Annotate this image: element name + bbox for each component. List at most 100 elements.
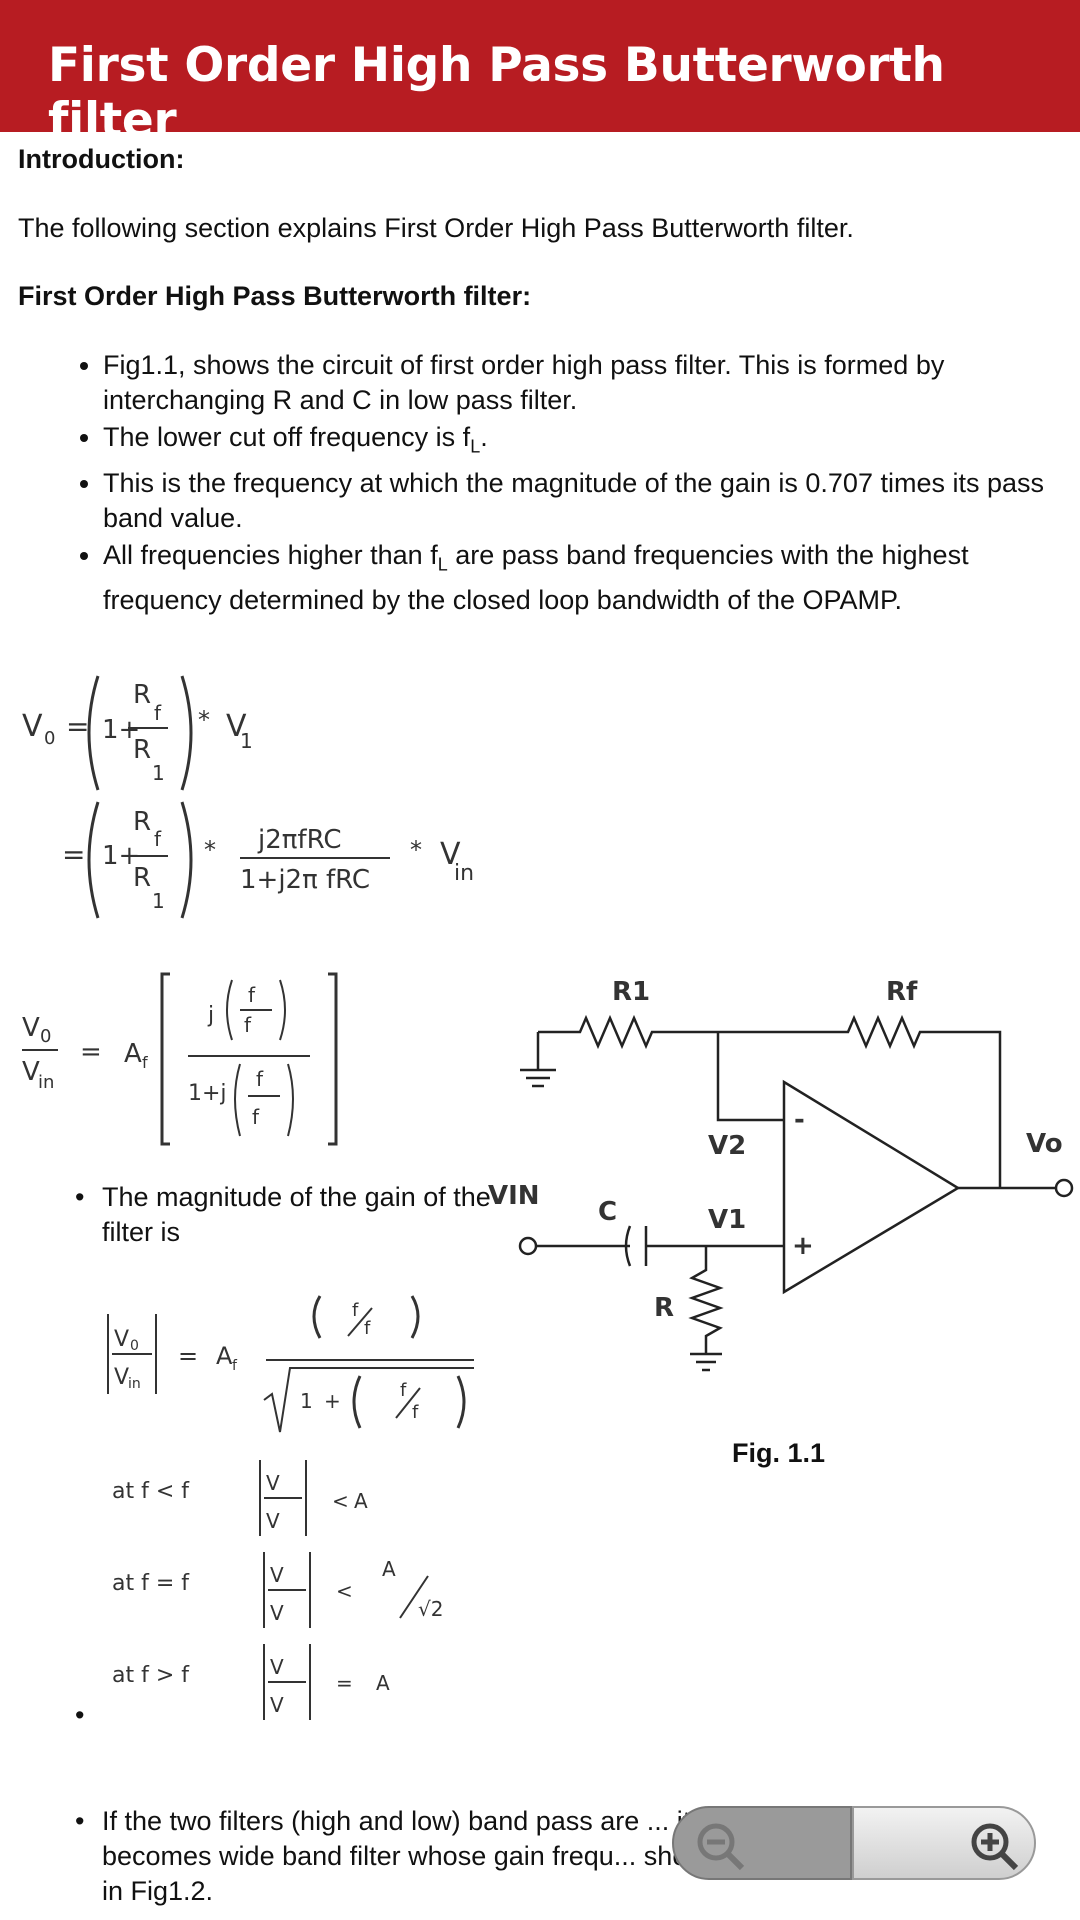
label-plus: + — [792, 1231, 814, 1261]
eq-v: V — [22, 1013, 40, 1043]
bullet-dot: • — [75, 1182, 85, 1212]
subscript: L — [437, 554, 448, 575]
zoom-controls — [672, 1806, 1036, 1880]
bullet-text: Fig1.1, shows the circuit of first order… — [103, 350, 945, 415]
eq-v: V — [270, 1693, 284, 1717]
eq-f: f — [352, 1300, 359, 1321]
zoom-in-button[interactable] — [852, 1806, 1036, 1880]
eq-condition: at f < f — [112, 1479, 190, 1504]
eq-r: R — [133, 807, 151, 837]
eq-one: 1 — [300, 1389, 313, 1413]
eq-f: f — [400, 1380, 407, 1401]
label-vin: VIN — [488, 1181, 540, 1211]
eq-sub: f — [232, 1358, 238, 1374]
eq-lt: < — [332, 1489, 349, 1513]
eq-sub: 1 — [152, 889, 165, 913]
label-v2: V2 — [708, 1131, 746, 1161]
equation-vo: V 0 = 1+ R f R 1 * V 1 = 1+ R f R 1 * j2… — [18, 668, 498, 933]
eq-v: V — [226, 709, 247, 744]
eq-v: V — [114, 1365, 129, 1390]
eq-equals: = — [178, 1342, 198, 1370]
intro-heading: Introduction: — [18, 144, 185, 174]
eq-sub: f — [142, 1053, 148, 1072]
bullet-dot: • — [75, 1700, 85, 1730]
eq-sqrt: √2 — [418, 1597, 443, 1621]
eq-a: A — [216, 1342, 233, 1370]
eq-plus: + — [324, 1389, 341, 1413]
equation-transfer: V 0 V in = A f j f f 1+j f f — [18, 968, 348, 1153]
eq-r: R — [133, 680, 151, 710]
circuit-diagram: R1 Rf V2 V1 Vo VIN C R - + — [480, 970, 1080, 1415]
eq-a: A — [354, 1489, 368, 1513]
eq-num: j2πfRC — [257, 825, 342, 855]
eq-f: f — [154, 827, 162, 851]
eq-star: * — [198, 706, 210, 734]
eq-sub: 0 — [130, 1338, 139, 1354]
label-v1: V1 — [708, 1205, 746, 1235]
page-title: First Order High Pass Butterworth filter — [48, 38, 945, 148]
eq-sub: in — [454, 861, 474, 886]
eq-v: V — [270, 1655, 284, 1679]
eq-sub: 1 — [152, 761, 165, 785]
eq-f: f — [256, 1067, 264, 1091]
equation-magnitude: V 0 V in = A f f f 1 + f f — [100, 1290, 490, 1445]
eq-v: V — [266, 1471, 280, 1495]
app-header: First Order High Pass Butterworth filter — [0, 0, 1080, 148]
label-minus: - — [794, 1105, 805, 1135]
bullet-text: This is the frequency at which the magni… — [103, 468, 1045, 534]
eq-equals: = — [66, 710, 89, 743]
eq-a: A — [376, 1671, 390, 1695]
eq-condition: at f > f — [112, 1663, 190, 1688]
eq-v: V — [22, 1057, 40, 1087]
list-item: This is the frequency at which the magni… — [103, 466, 1080, 536]
zoom-in-icon — [971, 1823, 1019, 1871]
eq-star: * — [410, 836, 422, 864]
eq-equals: = — [336, 1671, 353, 1695]
eq-v: V — [266, 1509, 280, 1533]
bullet-period: . — [480, 422, 488, 452]
bullet-list: Fig1.1, shows the circuit of first order… — [18, 348, 1080, 620]
eq-r: R — [133, 735, 151, 765]
eq-a: A — [124, 1039, 142, 1069]
list-item: All frequencies higher than fL are pass … — [103, 538, 1080, 617]
subscript: L — [470, 436, 481, 457]
eq-equals: = — [62, 838, 85, 871]
eq-oneplus: 1+ — [102, 715, 140, 745]
eq-j: j — [207, 1003, 214, 1028]
label-r1: R1 — [612, 977, 650, 1007]
eq-v: V — [270, 1601, 284, 1625]
eq-sub: 0 — [40, 1026, 51, 1047]
eq-f: f — [244, 1013, 252, 1037]
eq-f: f — [248, 983, 256, 1007]
eq-sub: 0 — [44, 728, 55, 749]
intro-text: The following section explains First Ord… — [18, 213, 854, 243]
eq-a: A — [382, 1557, 396, 1581]
zoom-out-icon — [697, 1823, 745, 1871]
bullet-text: are pass band frequencies with the highe… — [103, 540, 969, 615]
eq-sub: in — [128, 1376, 141, 1392]
label-vo: Vo — [1026, 1129, 1063, 1159]
figure-caption: Fig. 1.1 — [732, 1438, 826, 1468]
list-item: The lower cut off frequency is fL. — [103, 420, 1080, 464]
list-item: • The magnitude of the gain of the filte… — [75, 1180, 492, 1250]
section-heading: First Order High Pass Butterworth filter… — [18, 281, 532, 311]
eq-v: V — [114, 1327, 129, 1352]
bullet-dot: • — [75, 1806, 85, 1836]
eq-f: f — [364, 1318, 371, 1339]
eq-lt: < — [336, 1579, 353, 1603]
eq-den: 1+j2π fRC — [240, 865, 370, 895]
bullet-text: All frequencies higher than f — [103, 540, 438, 571]
eq-star: * — [204, 836, 216, 864]
equation-conditions: at f < f at f = f at f > f V V V V V V <… — [110, 1450, 470, 1735]
eq-v: V — [270, 1563, 284, 1587]
bullet-text: The lower cut off frequency is f — [103, 422, 471, 452]
label-r: R — [654, 1293, 674, 1323]
zoom-out-button[interactable] — [672, 1806, 852, 1880]
list-item: Fig1.1, shows the circuit of first order… — [103, 348, 1080, 418]
eq-onej: 1+j — [188, 1081, 227, 1106]
eq-condition: at f = f — [112, 1571, 190, 1596]
eq-sub: in — [38, 1072, 54, 1093]
label-c: C — [598, 1197, 617, 1227]
list-item: • If the two filters (high and low) band… — [75, 1804, 742, 1909]
eq-sub: 1 — [240, 729, 253, 753]
